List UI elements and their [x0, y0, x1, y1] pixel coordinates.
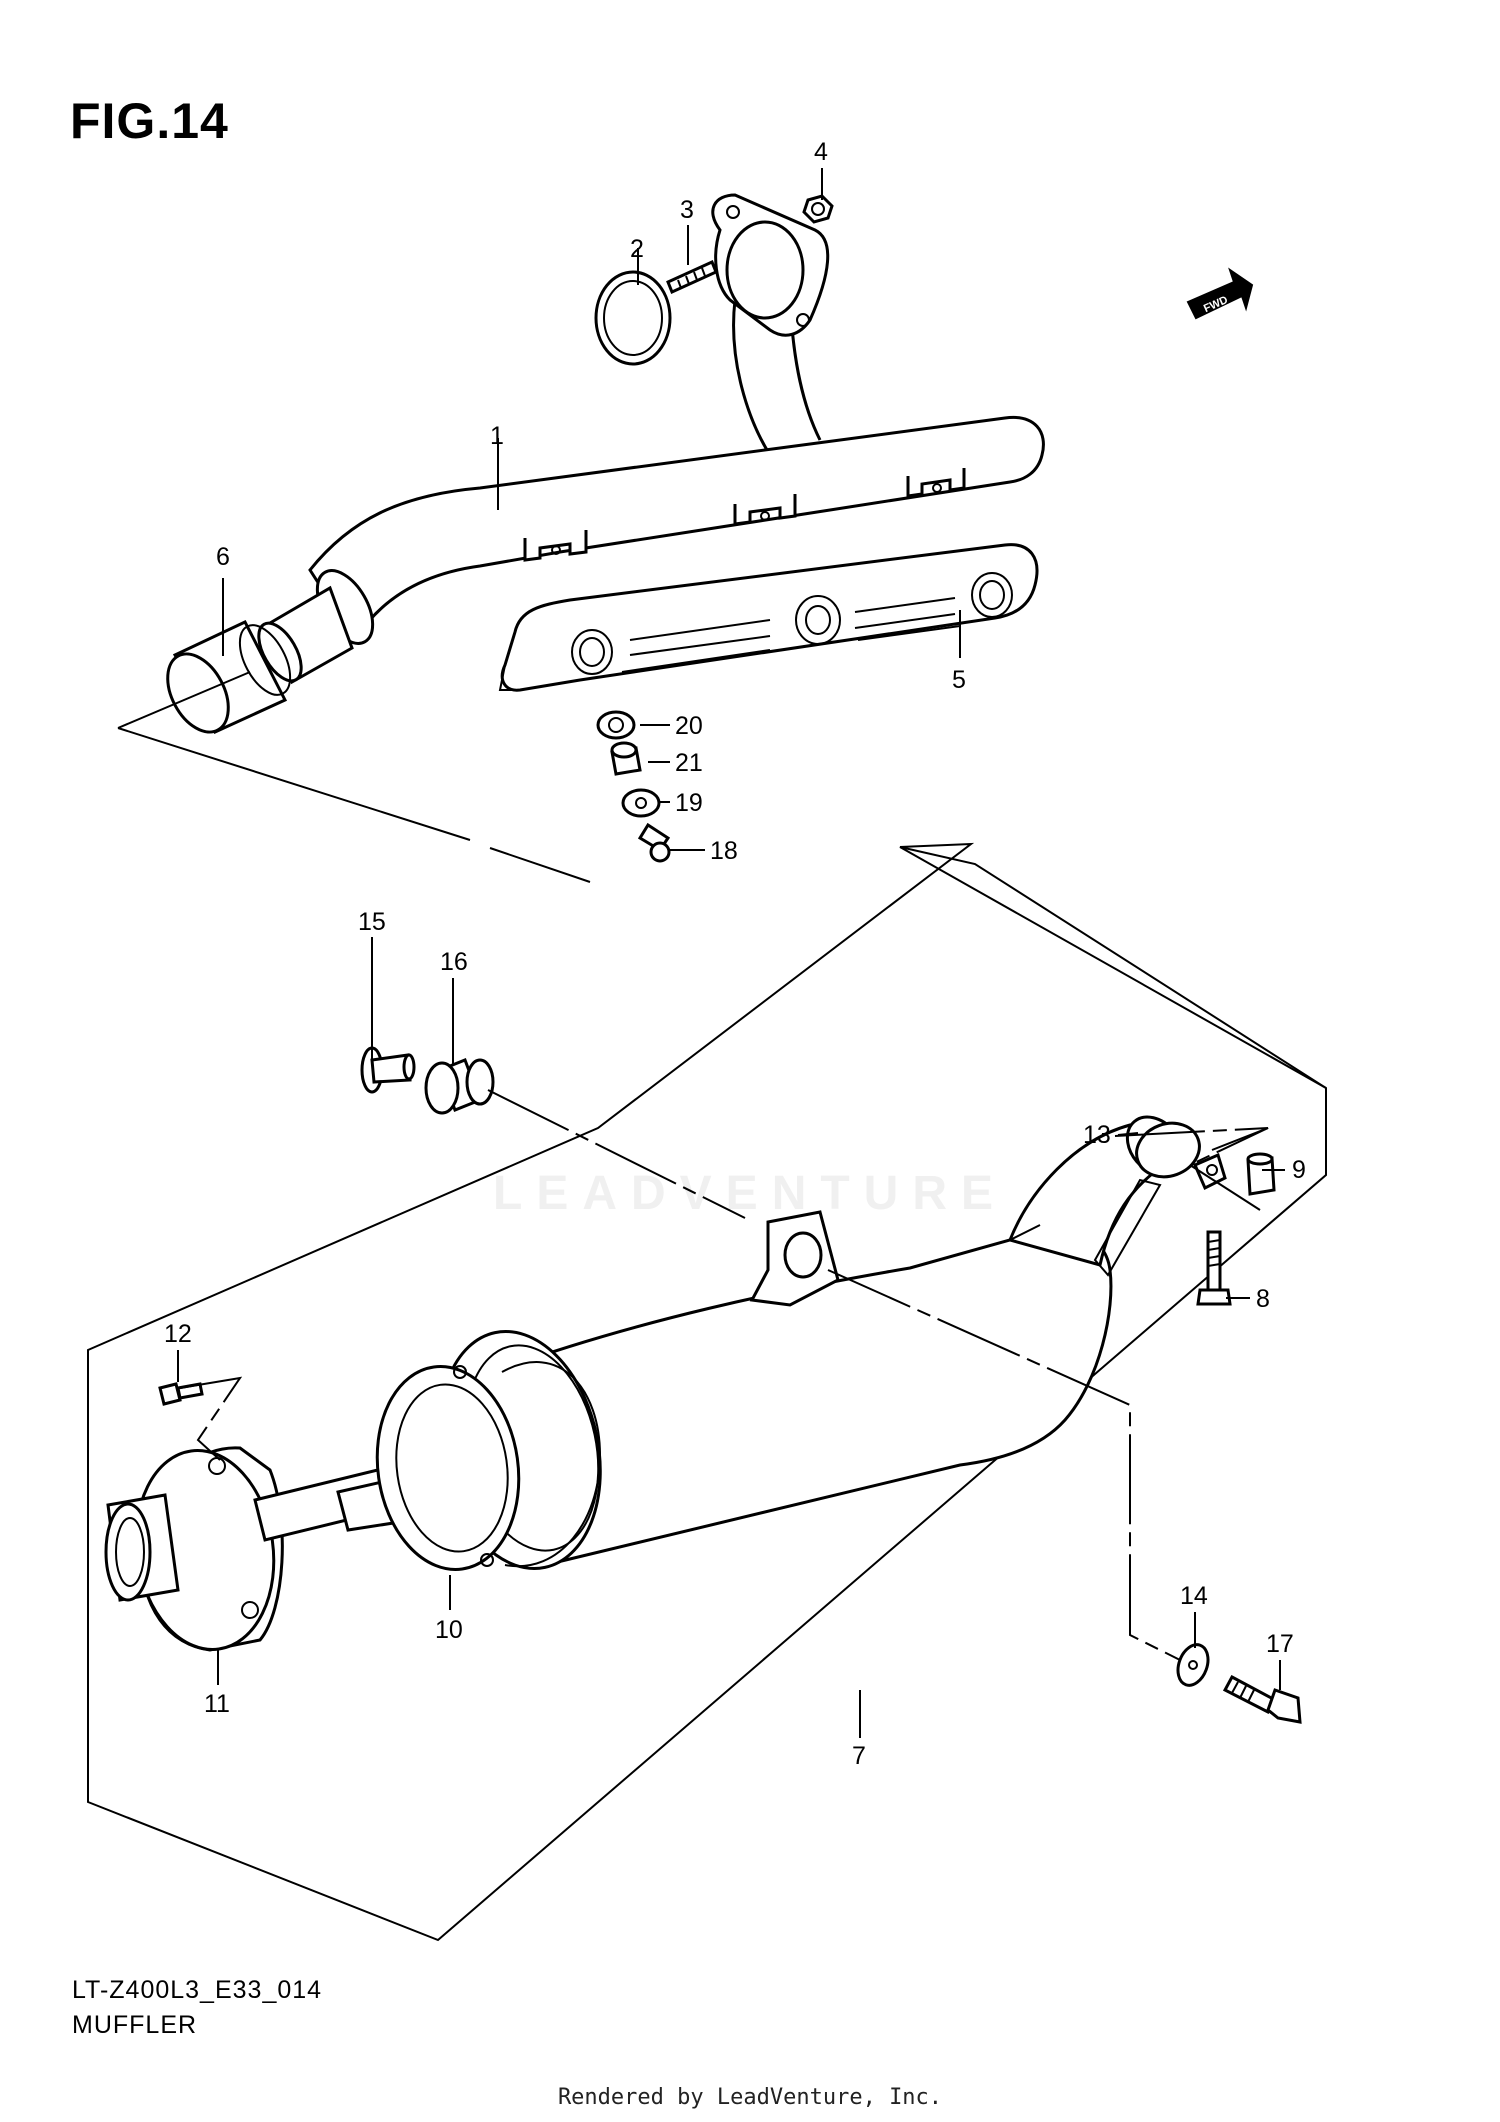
callout-5: 5	[952, 666, 966, 694]
callout-numbers: 1 2 3 4 5 6 7 8 9 10 11 12 13 14 15 16 1…	[164, 138, 1306, 1770]
upper-assembly-boundary	[117, 671, 591, 883]
callout-19: 19	[675, 789, 703, 817]
callout-7: 7	[852, 1742, 866, 1770]
assembly-guide-lines	[179, 1089, 1269, 1661]
exhaust-nut	[802, 194, 834, 224]
callout-12: 12	[164, 1320, 192, 1348]
heat-shield-hardware	[596, 710, 671, 863]
exhaust-stud	[666, 259, 718, 295]
figure-title: FIG.14	[70, 93, 229, 149]
forward-direction-arrow	[1186, 267, 1254, 320]
callout-4: 4	[814, 138, 828, 166]
callout-10: 10	[435, 1616, 463, 1644]
callout-3: 3	[680, 196, 694, 224]
heat-shield	[498, 543, 1039, 692]
exhaust-pipe	[257, 294, 1045, 685]
callout-21: 21	[675, 749, 703, 777]
exhaust-gasket	[594, 270, 672, 366]
callout-2: 2	[630, 235, 644, 263]
tail-gasket	[375, 1365, 521, 1571]
muffler-mount-bolt	[1222, 1674, 1302, 1724]
callout-leader-lines	[177, 168, 1285, 1738]
muffler-mount-bracket	[749, 1210, 840, 1307]
clamp-bolt	[1196, 1230, 1232, 1306]
tail-cap	[104, 1446, 284, 1652]
callout-15: 15	[358, 908, 386, 936]
callout-20: 20	[675, 712, 703, 740]
collar-bolt	[360, 1046, 416, 1094]
assembly-name: MUFFLER	[72, 2011, 198, 2039]
watermark: LEADVENTURE	[493, 1167, 1008, 1220]
callout-16: 16	[440, 948, 468, 976]
callout-6: 6	[216, 543, 230, 571]
callout-14: 14	[1180, 1582, 1208, 1610]
drawing-code: LT-Z400L3_E33_014	[72, 1976, 323, 2004]
callout-9: 9	[1292, 1156, 1306, 1184]
muffler-assembly-boundary	[87, 842, 1327, 1942]
render-credit: Rendered by LeadVenture, Inc.	[557, 2085, 943, 2110]
exhaust-clamp	[1135, 1121, 1227, 1191]
clamp-collar	[1246, 1152, 1276, 1196]
washer	[1176, 1643, 1210, 1687]
callout-18: 18	[710, 837, 738, 865]
exhaust-flange	[711, 193, 830, 337]
callout-13: 13	[1083, 1121, 1111, 1149]
callout-8: 8	[1256, 1285, 1270, 1313]
callout-11: 11	[204, 1690, 230, 1718]
rubber-grommet	[424, 1058, 495, 1115]
pipe-mounting-tabs	[523, 468, 966, 562]
callout-1: 1	[490, 422, 504, 450]
callout-17: 17	[1266, 1630, 1294, 1658]
